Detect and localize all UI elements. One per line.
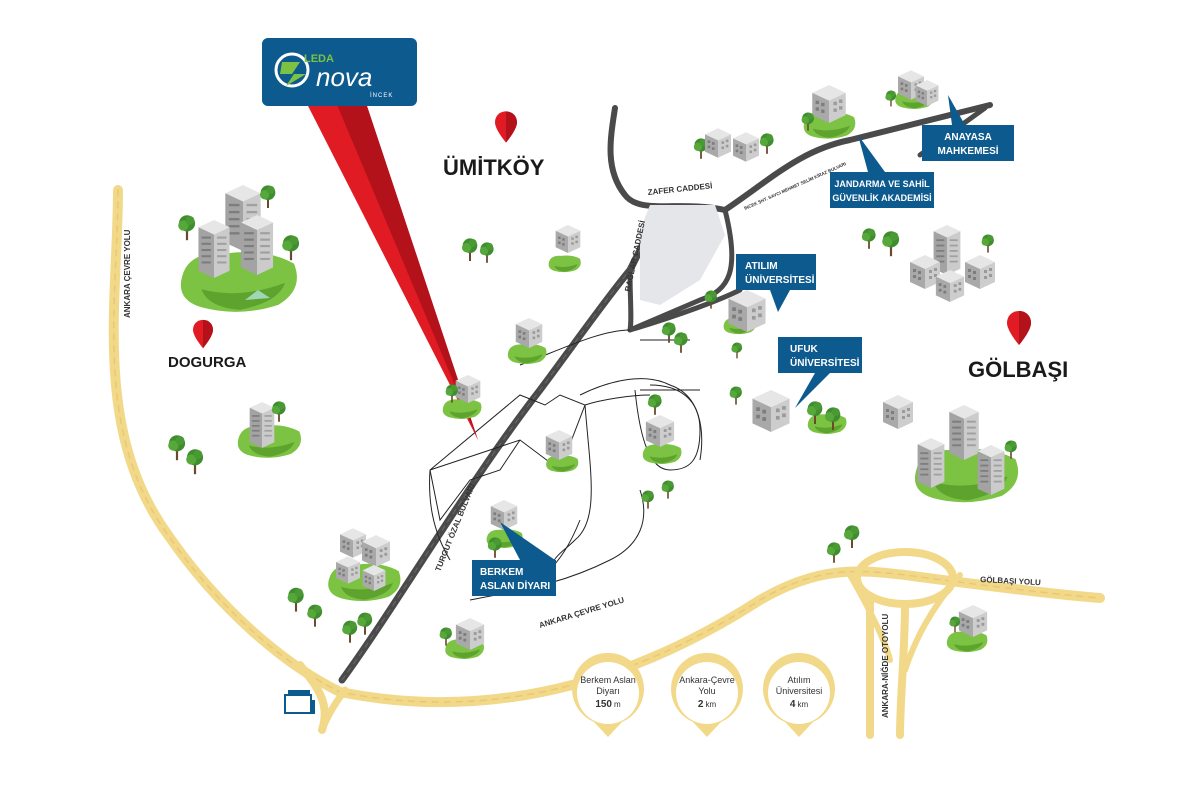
road-label-zafer: ZAFER CADDESİ xyxy=(647,181,712,197)
logo-top-text: LEDA xyxy=(304,53,334,65)
umitkoy-pin-icon xyxy=(495,111,517,143)
location-beam xyxy=(305,100,478,440)
callout-anayasa: ANAYASA MAHKEMESİ xyxy=(922,95,1014,161)
logo-circle-icon xyxy=(274,52,310,88)
svg-text:ANAYASA: ANAYASA xyxy=(944,132,992,143)
svg-text:ÜNİVERSİTESİ: ÜNİVERSİTESİ xyxy=(790,356,860,369)
svg-text:JANDARMA VE SAHİL: JANDARMA VE SAHİL xyxy=(834,179,930,189)
svg-text:Ankara-Çevre: Ankara-Çevre xyxy=(679,675,735,685)
golbasi-pin-icon xyxy=(1007,311,1031,345)
svg-text:ASLAN DİYARI: ASLAN DİYARI xyxy=(480,579,550,592)
svg-text:UFUK: UFUK xyxy=(790,344,819,355)
svg-text:BERKEM: BERKEM xyxy=(480,567,523,578)
svg-text:Diyarı: Diyarı xyxy=(596,686,620,696)
callout-berkem: BERKEM ASLAN DİYARI xyxy=(472,522,556,596)
leda-nova-logo: LEDA nova İNCEK xyxy=(262,38,417,106)
logo-sub-text: İNCEK xyxy=(370,92,393,99)
road-label-ankara-cevre-v: ANKARA ÇEVRE YOLU xyxy=(123,229,132,318)
svg-text:4km: 4km xyxy=(790,699,809,710)
residential-area xyxy=(640,205,725,305)
svg-text:Atılım: Atılım xyxy=(787,675,810,685)
svg-text:2km: 2km xyxy=(698,699,717,710)
svg-text:Yolu: Yolu xyxy=(698,686,715,696)
callout-atilim: ATILIM ÜNİVERSİTESİ xyxy=(736,254,816,312)
svg-text:ATILIM: ATILIM xyxy=(745,261,778,272)
logo-main-text: nova xyxy=(316,62,372,92)
svg-text:MAHKEMESİ: MAHKEMESİ xyxy=(937,144,998,157)
svg-text:Üniversitesi: Üniversitesi xyxy=(776,686,823,696)
logo-leaf-icon xyxy=(280,62,306,86)
highway-layer xyxy=(108,185,1105,739)
svg-text:Berkem Aslan: Berkem Aslan xyxy=(580,675,636,685)
callout-ufuk: UFUK ÜNİVERSİTESİ xyxy=(778,337,862,408)
road-label-golbasi-yolu: GÖLBAŞI YOLU xyxy=(980,575,1041,587)
road-label-ankara-nigde: ANKARA-NİĞDE OTOYOLU xyxy=(881,613,890,718)
place-golbasi: GÖLBAŞI xyxy=(968,357,1068,382)
road-label-ankara-cevre-h: ANKARA ÇEVRE YOLU xyxy=(538,595,625,630)
dogurga-pin-icon xyxy=(193,319,213,349)
callout-jandarma: JANDARMA VE SAHİL GÜVENLİK AKADEMİSİ xyxy=(830,135,934,208)
place-umitkoy: ÜMİTKÖY xyxy=(443,155,545,180)
place-dogurga: DOGURGA xyxy=(168,354,247,371)
svg-text:GÜVENLİK AKADEMİSİ: GÜVENLİK AKADEMİSİ xyxy=(832,193,931,203)
scenery xyxy=(168,70,1019,714)
svg-text:ÜNİVERSİTESİ: ÜNİVERSİTESİ xyxy=(745,273,815,286)
